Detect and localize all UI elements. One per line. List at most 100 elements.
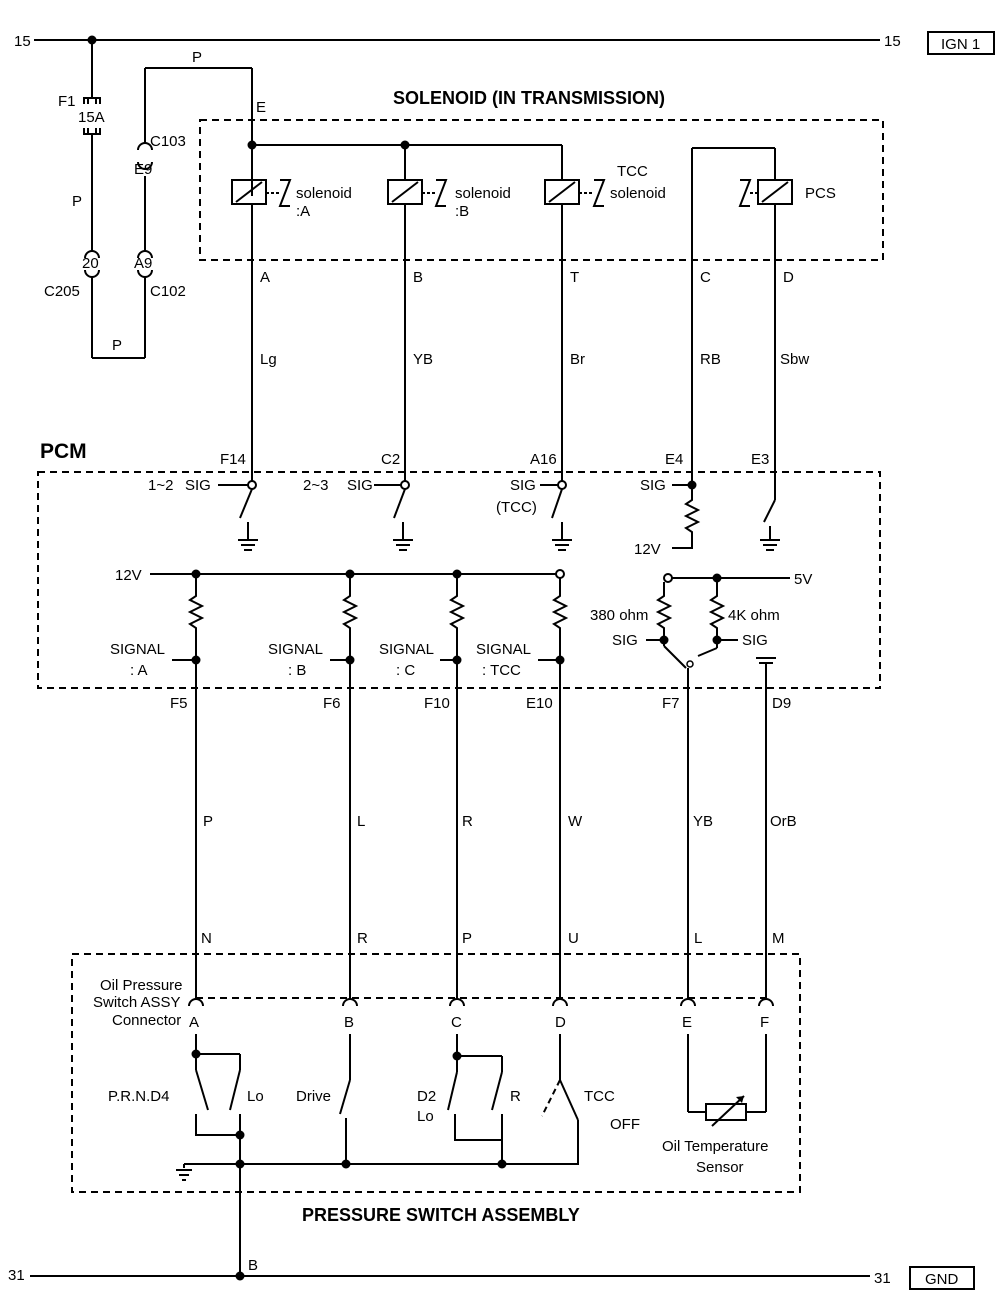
ground-pin-b: B [248, 1257, 258, 1274]
oil-temp-sensor-icon [705, 1103, 747, 1121]
signal-a-2: : A [130, 662, 148, 679]
output-switch-e3 [763, 499, 776, 540]
connector-icon [84, 250, 100, 259]
ign1-box [927, 31, 995, 55]
prnd4-label: P.R.N.D4 [108, 1088, 169, 1105]
switch-prnd4-blade [195, 1069, 209, 1111]
junction [235, 1271, 245, 1281]
bottom-col-1: F6 L R B [323, 695, 368, 1031]
signal-b-1: SIGNAL [268, 641, 323, 658]
signal-tcc-2: : TCC [482, 662, 521, 679]
pin-label: A [260, 269, 270, 286]
ground-icon [393, 539, 413, 551]
signal-b-2: : B [288, 662, 306, 679]
conn-pin: R [357, 930, 368, 947]
ign1-label: IGN 1 [941, 36, 980, 53]
gnd-label: GND [925, 1271, 959, 1288]
lo2-label: Lo [417, 1108, 434, 1125]
ground-icon [552, 539, 572, 551]
signal-tcc-1: SIGNAL [476, 641, 531, 658]
v12-e4: 12V [634, 541, 661, 558]
conn-label-1: Oil Pressure [100, 977, 183, 994]
solenoid-tcc-icon [544, 179, 606, 207]
output-switch-a16 [540, 480, 567, 540]
switch-d2-blade [447, 1071, 458, 1111]
sig-e4: SIG [640, 477, 666, 494]
sw-pin: C [451, 1014, 462, 1031]
sig-left: SIG [612, 632, 638, 649]
connector-c205: C205 [44, 283, 80, 300]
signal-c-1: SIGNAL [379, 641, 434, 658]
pin-e: E [256, 99, 266, 116]
top-col-4: D Sbw E3 [751, 269, 809, 468]
pin-label: C [700, 269, 711, 286]
bottom-col-2: F10 R P C [424, 695, 473, 1031]
conn-label-3: Connector [112, 1012, 181, 1029]
connector-c103: C103 [150, 133, 186, 150]
r4k-label: 4K ohm [728, 607, 780, 624]
bottom-col-4: F7 YB L E [662, 695, 713, 1031]
pcm-pin: D9 [772, 695, 791, 712]
wire-color: Lg [260, 351, 277, 368]
solenoid-block [199, 119, 884, 261]
sensor-label-1: Oil Temperature [662, 1138, 768, 1155]
top-col-2: T Br A16 [530, 269, 585, 468]
sol-b-label-1: solenoid [455, 185, 511, 202]
sw-pin: F [760, 1014, 769, 1031]
r-label: R [510, 1088, 521, 1105]
conn-pin: U [568, 930, 579, 947]
pcm-pin: E10 [526, 695, 553, 712]
pin-20: 20 [82, 255, 99, 272]
sw-pin: D [555, 1014, 566, 1031]
pressure-switch-title: PRESSURE SWITCH ASSEMBLY [302, 1205, 580, 1225]
solenoid-a-icon [231, 179, 292, 207]
power-left-num: 15 [14, 33, 31, 50]
sw-pin: A [189, 1014, 199, 1031]
power-right-num: 15 [884, 33, 901, 50]
wire-color: L [357, 813, 365, 830]
v12-label: 12V [115, 567, 142, 584]
pin-a9: A9 [134, 255, 152, 272]
output-switch-f14 [218, 480, 257, 540]
pullup-resistor-b [341, 574, 359, 660]
sig23-a: 2~3 [303, 477, 328, 494]
pcm-pin: F14 [220, 451, 246, 468]
wire-color: OrB [770, 813, 797, 830]
ground-right-num: 31 [874, 1270, 891, 1287]
sol-b-label-2: :B [455, 203, 469, 220]
ground-left-num: 31 [8, 1267, 25, 1284]
wire-color: YB [413, 351, 433, 368]
pcm-pin: F6 [323, 695, 341, 712]
conn-pin: N [201, 930, 212, 947]
v5-label: 5V [794, 571, 812, 588]
conn-label-2: Switch ASSY [93, 994, 181, 1011]
pcm-pin: A16 [530, 451, 557, 468]
bottom-col-5: D9 OrB M F [760, 695, 797, 1031]
sensor-label-2: Sensor [696, 1159, 744, 1176]
switch-r-blade [491, 1071, 503, 1111]
sig23-b: SIG [347, 477, 373, 494]
solenoid-b-icon [387, 179, 448, 207]
output-switch-c2 [374, 480, 410, 540]
wire-color: R [462, 813, 473, 830]
switch-blade [663, 645, 687, 669]
pcm-pin: F5 [170, 695, 188, 712]
sig-right: SIG [742, 632, 768, 649]
switch-node [686, 660, 694, 668]
pcm-pin: F7 [662, 695, 680, 712]
thermistor-arrowhead [736, 1096, 744, 1103]
sigtcc-a: SIG [510, 477, 536, 494]
sw-pin: B [344, 1014, 354, 1031]
sol-tcc-label-2: solenoid [610, 185, 666, 202]
r380-label: 380 ohm [590, 607, 648, 624]
sol-a-label-2: :A [296, 203, 310, 220]
signal-a-1: SIGNAL [110, 641, 165, 658]
thermistor-arrow [711, 1095, 745, 1127]
d2-label: D2 [417, 1088, 436, 1105]
bottom-col-3: E10 W U D [526, 695, 583, 1031]
gnd-box [909, 1266, 975, 1290]
wire-color-p3: P [192, 49, 202, 66]
pcm-pin: E4 [665, 451, 683, 468]
off-label: OFF [610, 1116, 640, 1133]
connector-icons [188, 998, 774, 1007]
